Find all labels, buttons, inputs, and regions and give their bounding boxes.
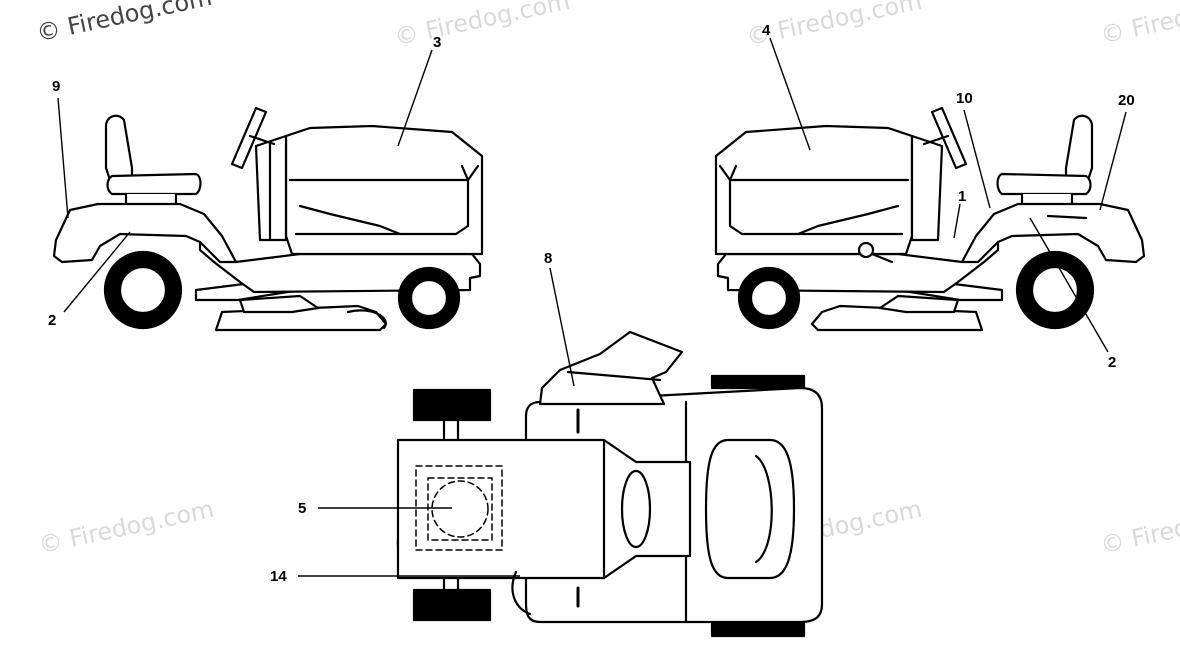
deck-chute — [346, 309, 387, 330]
steering-wheel — [930, 106, 968, 170]
rear-fender — [52, 202, 238, 264]
callout-20: 20 — [1118, 92, 1135, 109]
right-side-view-tractor — [714, 106, 1146, 332]
dash-tower — [910, 134, 944, 242]
lift-lever — [870, 252, 894, 264]
left-side-view-tractor — [52, 106, 484, 332]
seat-cushion — [996, 172, 1092, 196]
front-tire-top — [710, 374, 806, 390]
front-wheel-hub — [749, 278, 789, 318]
hood — [714, 124, 914, 256]
top-body — [396, 438, 692, 580]
steering-wheel — [230, 106, 268, 170]
discharge-chute — [538, 330, 684, 406]
leader-9 — [57, 97, 69, 219]
callout-2-right: 2 — [1108, 354, 1117, 371]
callout-4: 4 — [762, 22, 771, 39]
dashed-decal-circle — [431, 480, 489, 538]
callout-2-left: 2 — [48, 312, 57, 329]
leader-2-right — [1029, 217, 1109, 353]
leader-3 — [397, 49, 433, 147]
chute-edge — [566, 370, 662, 382]
dashed-decal-area — [415, 465, 503, 551]
hood-top-curve — [754, 454, 773, 564]
leader-lines — [57, 37, 1127, 577]
rear-fender — [960, 202, 1146, 264]
leader-10 — [963, 109, 991, 209]
leader-2-left — [63, 231, 131, 313]
front-tire-bottom — [710, 622, 806, 638]
rear-tire-top — [412, 388, 492, 422]
dashed-decal-inner — [427, 477, 493, 541]
hood — [284, 124, 484, 256]
hood-side-line — [796, 204, 900, 236]
rear-tire-bottom — [412, 588, 492, 622]
callout-5: 5 — [298, 500, 307, 517]
leader-1 — [953, 203, 961, 239]
hood-top — [704, 438, 796, 580]
lift-lever-knob — [857, 241, 875, 259]
callout-14: 14 — [270, 568, 287, 585]
hood-grille-line — [294, 164, 470, 236]
hood-grille-line — [728, 164, 904, 236]
rear-wheel-hub — [118, 265, 168, 315]
deck-hanger — [878, 294, 960, 314]
steering-column — [248, 134, 276, 146]
steering-top — [620, 469, 652, 549]
rear-wheel-hub — [1030, 265, 1080, 315]
top-view-tractor — [396, 330, 824, 638]
leader-20 — [1099, 111, 1127, 211]
hood-side-line — [298, 204, 402, 236]
callout-9: 9 — [52, 78, 61, 95]
callout-8: 8 — [544, 250, 553, 267]
seat-cushion — [106, 172, 202, 196]
callout-10: 10 — [956, 90, 973, 107]
front-wheel-hub — [409, 278, 449, 318]
leader-4 — [769, 37, 811, 151]
fender-decal — [1046, 214, 1088, 220]
rear-axle-top — [442, 418, 460, 442]
callout-1: 1 — [958, 188, 967, 205]
leader-8 — [549, 267, 575, 387]
deck-hanger — [238, 294, 320, 314]
callout-3: 3 — [433, 34, 442, 51]
steering-column — [922, 134, 950, 146]
